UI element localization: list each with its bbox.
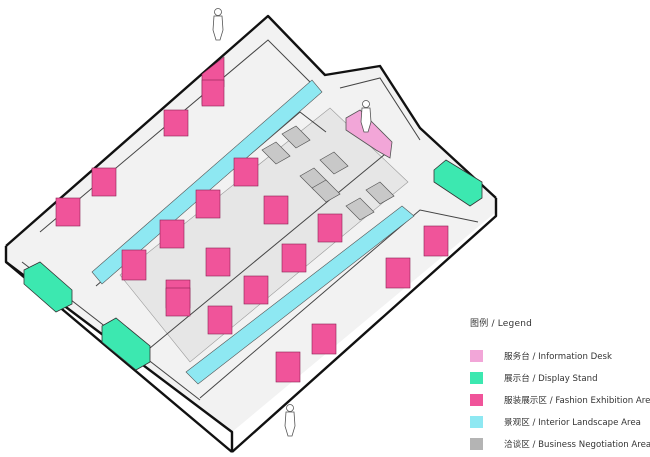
legend-swatch-display-stand bbox=[470, 371, 483, 384]
legend-swatch-fashion-exhibition bbox=[470, 393, 483, 406]
legend-label-fashion-exhibition: 服装展示区 / Fashion Exhibition Area bbox=[504, 395, 650, 406]
information-desk bbox=[345, 109, 393, 159]
legend-swatch-information-desk bbox=[470, 349, 483, 362]
legend-item-interior-landscape: 景观区 / Interior Landscape Area bbox=[470, 413, 648, 430]
landscape-strip-2 bbox=[185, 205, 415, 385]
legend-title: 图例 / Legend bbox=[470, 319, 533, 329]
legend-item-fashion-exhibition: 服装展示区 / Fashion Exhibition Area bbox=[470, 391, 650, 408]
legend-swatch-interior-landscape bbox=[470, 415, 483, 428]
legend-label-information-desk: 服务台 / Information Desk bbox=[504, 351, 612, 362]
legend: 图例 / Legend 服务台 / Information Desk 展示台 /… bbox=[470, 316, 650, 457]
negotiation-chairs bbox=[261, 125, 395, 221]
landscape-strip-1 bbox=[91, 79, 323, 285]
legend-item-business-negotiation: 洽谈区 / Business Negotiation Area bbox=[470, 435, 650, 452]
legend-item-display-stand: 展示台 / Display Stand bbox=[470, 369, 648, 386]
legend-swatch-business-negotiation bbox=[470, 437, 483, 450]
display-stands bbox=[23, 159, 483, 371]
human-figures bbox=[212, 8, 372, 437]
fashion-racks bbox=[55, 56, 449, 383]
legend-label-interior-landscape: 景观区 / Interior Landscape Area bbox=[504, 417, 641, 428]
legend-item-information-desk: 服务台 / Information Desk bbox=[470, 347, 648, 364]
legend-label-business-negotiation: 洽谈区 / Business Negotiation Area bbox=[504, 439, 650, 450]
legend-label-display-stand: 展示台 / Display Stand bbox=[504, 373, 598, 384]
